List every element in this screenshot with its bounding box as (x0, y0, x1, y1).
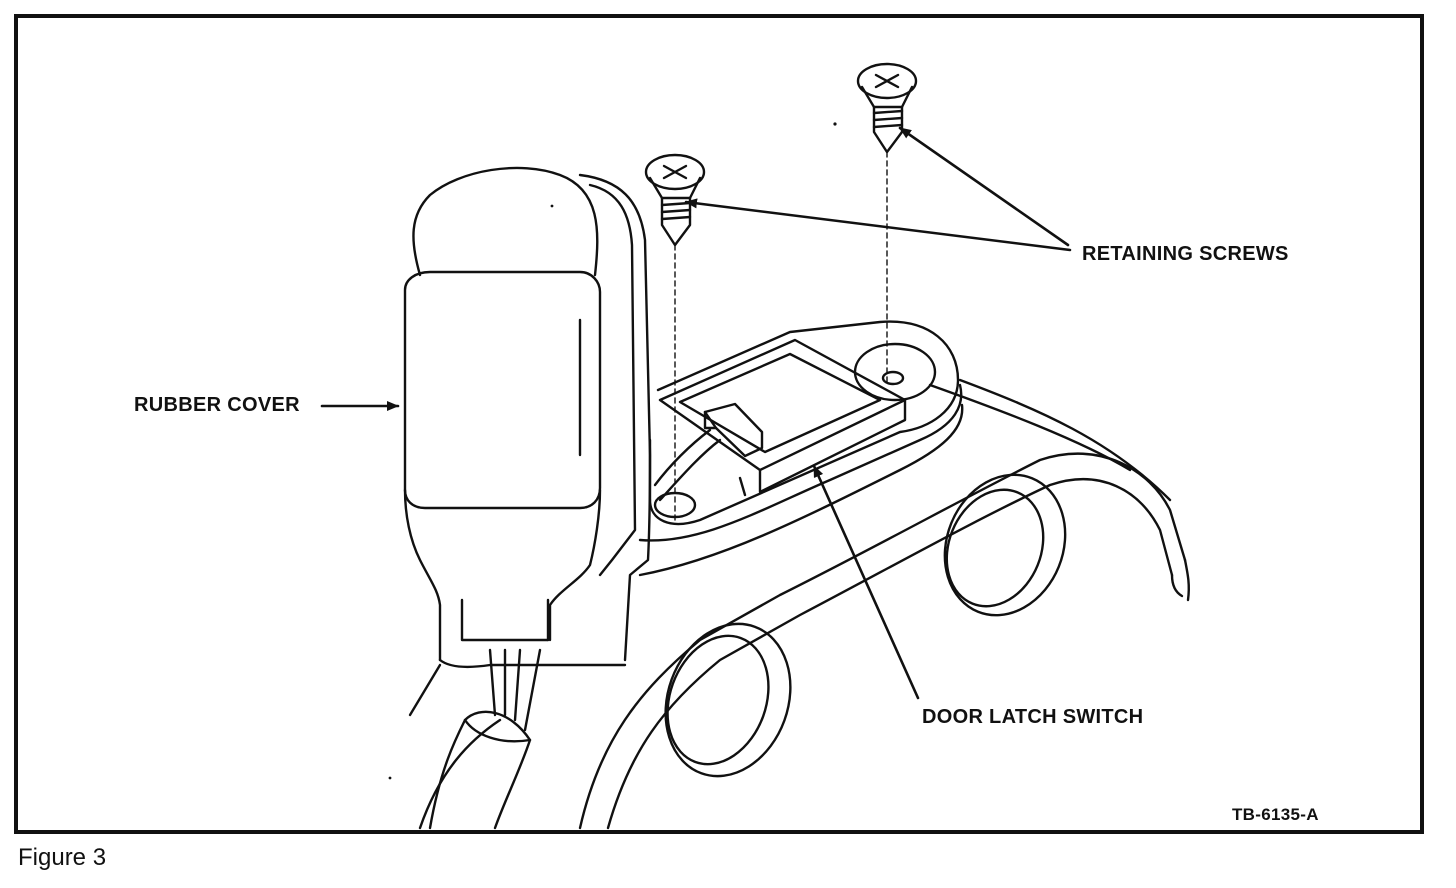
wire-harness (428, 648, 542, 830)
label-retaining-screws: RETAINING SCREWS (1082, 243, 1289, 265)
retaining-screw-left (644, 153, 706, 521)
mounting-hole-upper (943, 473, 1067, 617)
connector-plug (653, 402, 764, 502)
door-panel (408, 378, 1190, 830)
figure-caption: Figure 3 (18, 844, 107, 871)
figure-border (14, 14, 1424, 834)
leader-screws-left (684, 198, 1072, 252)
label-door-latch-switch: DOOR LATCH SWITCH (922, 706, 1144, 728)
switch-housing (638, 320, 964, 577)
drawing-code: TB-6135-A (1232, 805, 1319, 824)
leader-lines (320, 126, 1072, 700)
leader-door-latch-switch (812, 464, 920, 700)
line-art (320, 62, 1190, 830)
retaining-screw-right (856, 62, 918, 386)
rubber-cover (403, 166, 652, 669)
mounting-hole-lower (664, 622, 792, 778)
leader-screws-right (898, 126, 1070, 247)
label-rubber-cover: RUBBER COVER (134, 394, 300, 416)
